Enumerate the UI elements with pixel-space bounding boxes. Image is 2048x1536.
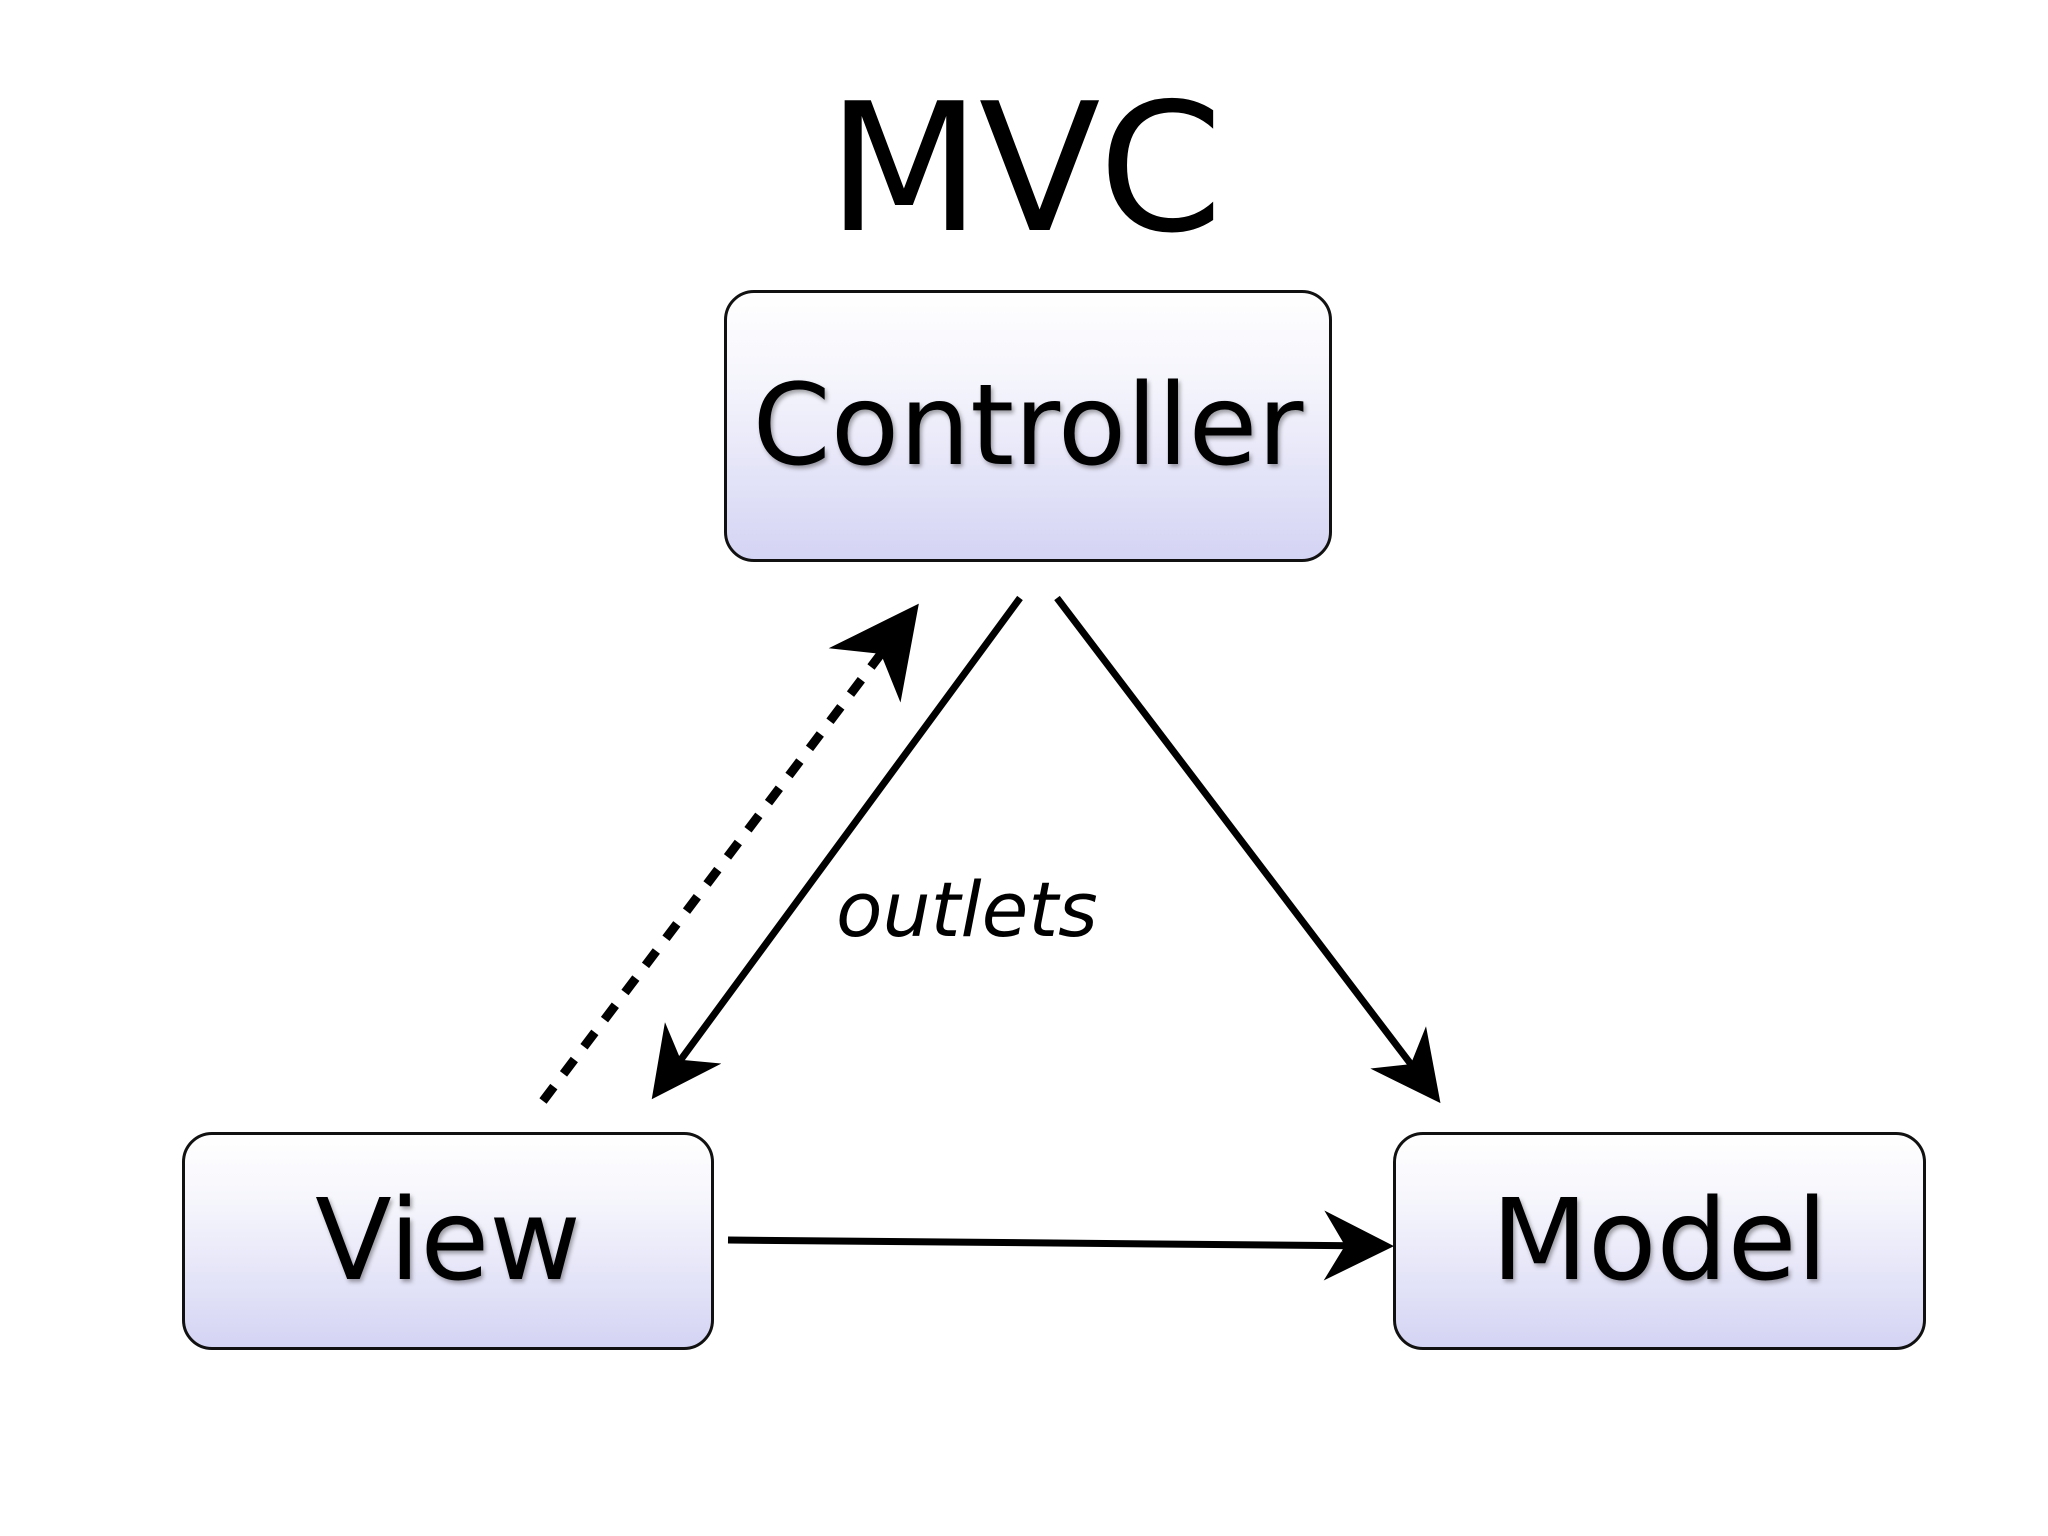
arrow-controller-to-model <box>1054 595 1441 1104</box>
arrow-view-to-controller-dotted <box>539 603 919 1104</box>
diagram-title: MVC <box>827 65 1223 272</box>
arrow-view-to-model <box>727 1210 1394 1281</box>
model-node[interactable]: Model <box>1393 1132 1926 1350</box>
controller-node[interactable]: Controller <box>724 290 1332 562</box>
outlets-label: outlets <box>836 865 1098 954</box>
arrow-controller-to-view <box>651 595 1023 1100</box>
controller-label: Controller <box>752 361 1304 491</box>
view-label: View <box>315 1176 581 1306</box>
view-node[interactable]: View <box>182 1132 714 1350</box>
model-label: Model <box>1491 1176 1828 1306</box>
